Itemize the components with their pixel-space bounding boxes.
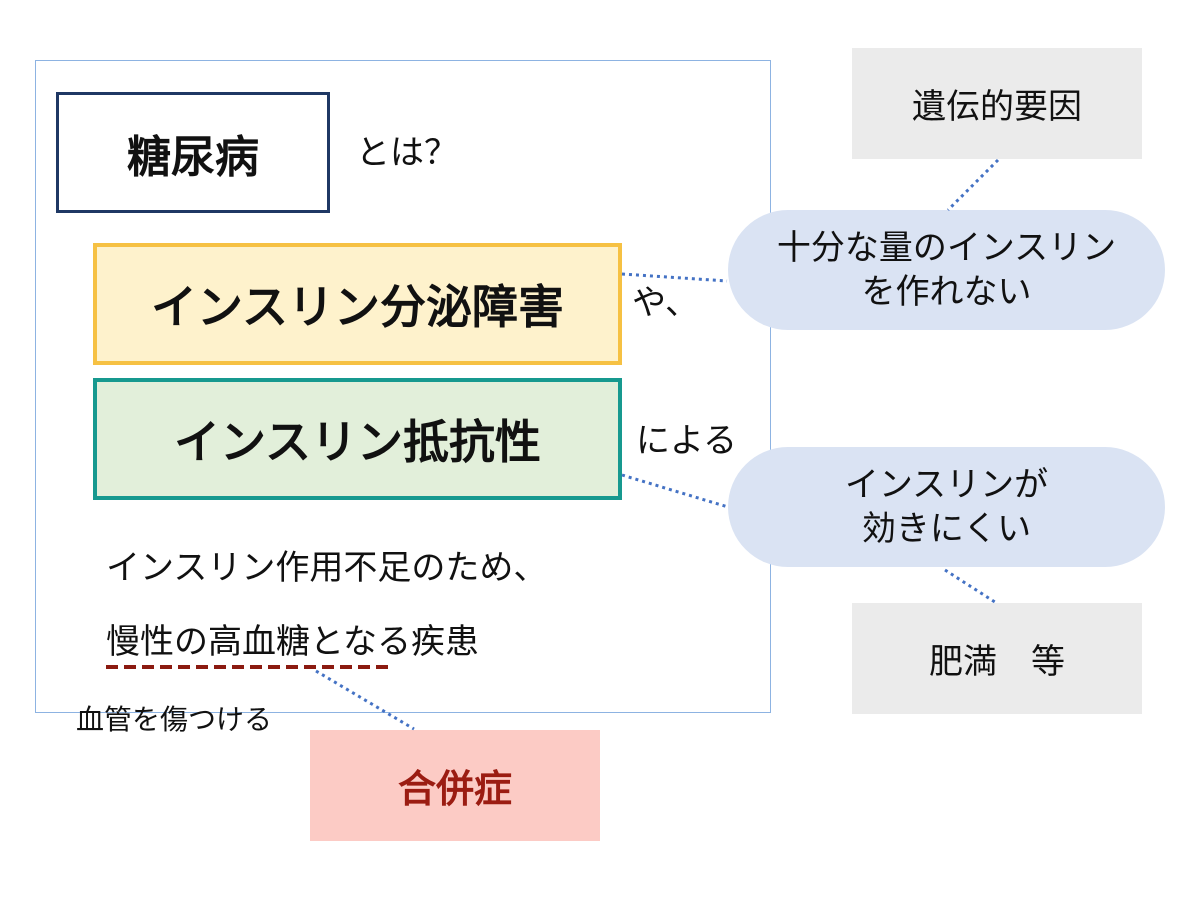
complication-label: 合併症 xyxy=(397,767,512,811)
ineffective-line-2: 効きにくい xyxy=(861,509,1032,549)
genetic-factor-label: 遺伝的要因 xyxy=(912,87,1082,127)
ineffective-line-1: インスリンが xyxy=(844,465,1049,505)
vessel-damage-label: 血管を傷つける xyxy=(76,703,273,736)
resistance-box: インスリン抵抗性 xyxy=(93,378,622,500)
title-suffix: とは？ xyxy=(356,133,458,173)
complication-box: 合併症 xyxy=(310,730,600,841)
cannot-make-insulin-bubble: 十分な量のインスリン を作れない xyxy=(728,210,1165,330)
connector-genetic-to-bubble xyxy=(946,158,1000,212)
connector-bubble-to-obesity xyxy=(944,568,999,606)
title-term: 糖尿病 xyxy=(127,131,259,183)
description-line-1: インスリン作用不足のため、 xyxy=(106,548,548,588)
secretion-suffix: や、 xyxy=(632,283,699,323)
genetic-factor-box: 遺伝的要因 xyxy=(852,48,1142,159)
description-rest: となる疾患 xyxy=(310,622,479,662)
insulin-ineffective-bubble: インスリンが 効きにくい xyxy=(728,447,1165,567)
resistance-suffix: による xyxy=(636,421,737,461)
obesity-label: 肥満 等 xyxy=(929,642,1065,682)
cannot-make-line-2: を作れない xyxy=(861,272,1032,312)
obesity-box: 肥満 等 xyxy=(852,603,1142,714)
secretion-label: インスリン分泌障害 xyxy=(150,280,565,334)
description-emphasis: 慢性の高血糖 xyxy=(106,622,310,662)
title-box: 糖尿病 xyxy=(56,92,330,213)
secretion-box: インスリン分泌障害 xyxy=(93,243,622,365)
description-line-2: 慢性の高血糖となる疾患 xyxy=(106,614,479,663)
cannot-make-line-1: 十分な量のインスリン xyxy=(776,228,1117,268)
resistance-label: インスリン抵抗性 xyxy=(173,415,542,469)
